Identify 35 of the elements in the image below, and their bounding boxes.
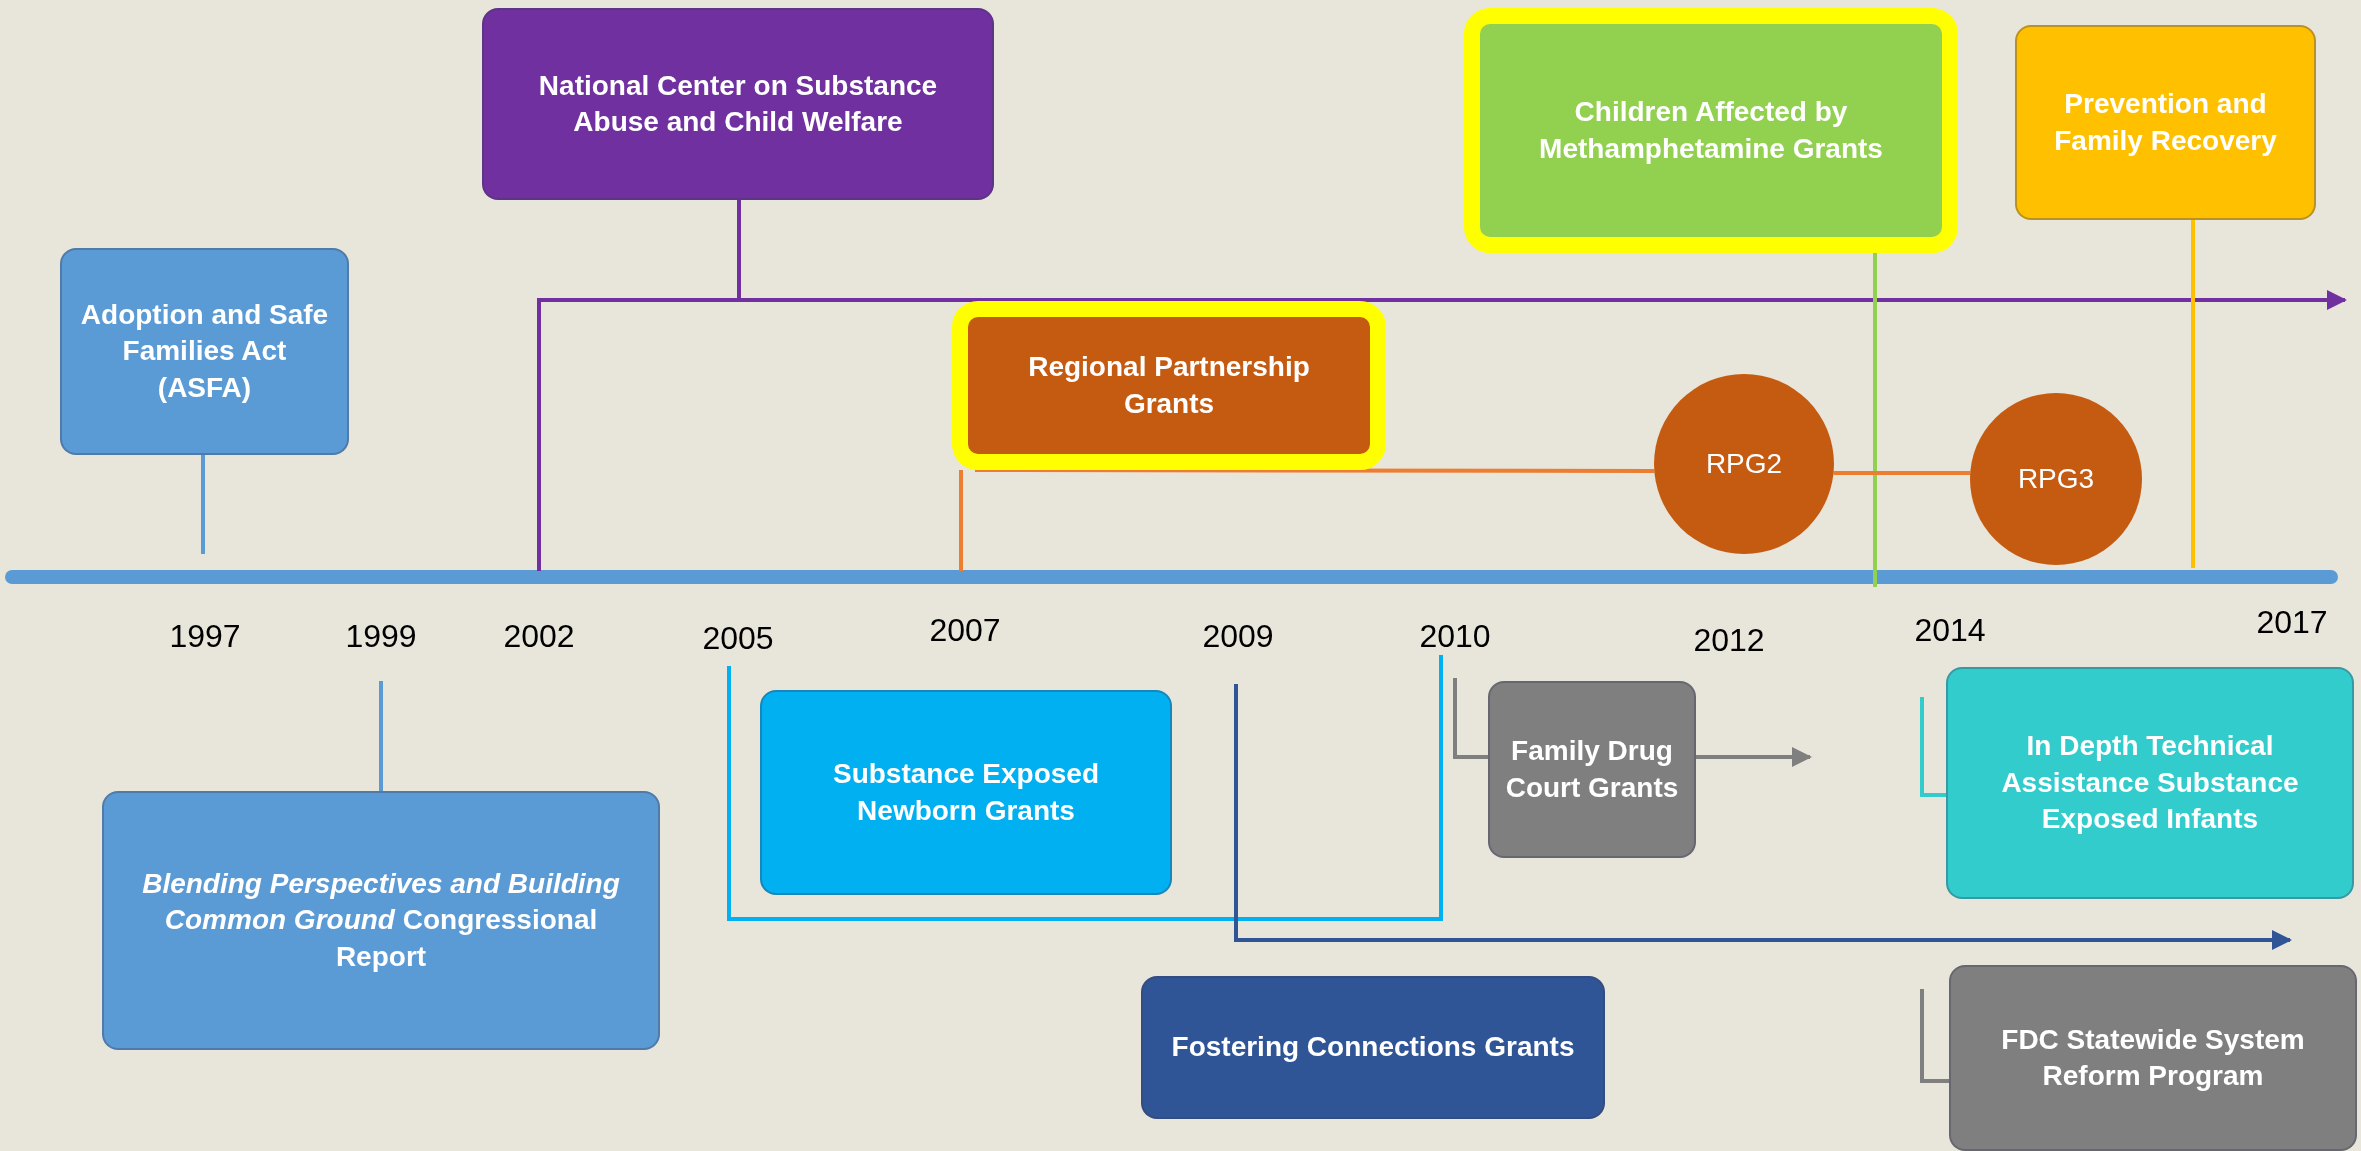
connector-line xyxy=(1833,470,1971,475)
year-label: 2009 xyxy=(1202,618,1274,655)
connector-line xyxy=(1920,697,1946,797)
year-label: 2012 xyxy=(1693,622,1765,659)
arrow xyxy=(1696,747,1812,767)
highlighted-event-box: Regional Partnership Grants xyxy=(952,301,1386,470)
event-box: Fostering Connections Grants xyxy=(1141,976,1605,1119)
event-box: FDC Statewide System Reform Program xyxy=(1949,965,2357,1151)
arrow xyxy=(737,200,2347,310)
event-box: Family Drug Court Grants xyxy=(1488,681,1696,858)
event-box: In Depth Technical Assistance Substance Exposed Infants xyxy=(1946,667,2354,899)
event-box: National Center on Substance Abuse and Child Welfare xyxy=(482,8,994,200)
connector-line xyxy=(1453,678,1488,759)
year-label: 2007 xyxy=(929,612,1001,649)
connector-line xyxy=(1920,989,1949,1083)
connector-line xyxy=(379,681,383,791)
year-label: 2002 xyxy=(503,618,575,655)
phase-circle: RPG3 xyxy=(1970,393,2142,565)
year-label: 1999 xyxy=(345,618,417,655)
year-label: 2017 xyxy=(2256,604,2328,641)
year-label: 1997 xyxy=(169,618,241,655)
year-label: 2005 xyxy=(702,620,774,657)
event-box: Blending Perspectives and Building Common Ground Congressional Report xyxy=(102,791,660,1050)
connector-line xyxy=(1873,253,1877,587)
event-box: Adoption and Safe Families Act (ASFA) xyxy=(60,248,349,455)
connector-line xyxy=(959,470,963,571)
event-box: Substance Exposed Newborn Grants xyxy=(760,690,1172,895)
year-label: 2014 xyxy=(1914,612,1986,649)
connector-line xyxy=(2191,220,2195,568)
year-label: 2010 xyxy=(1419,618,1491,655)
highlighted-event-box: Children Affected by Methamphetamine Grants xyxy=(1464,8,1958,253)
event-box: Prevention and Family Recovery xyxy=(2015,25,2316,220)
phase-circle: RPG2 xyxy=(1654,374,1834,554)
connector-line xyxy=(975,468,1655,474)
connector-line xyxy=(201,455,205,554)
